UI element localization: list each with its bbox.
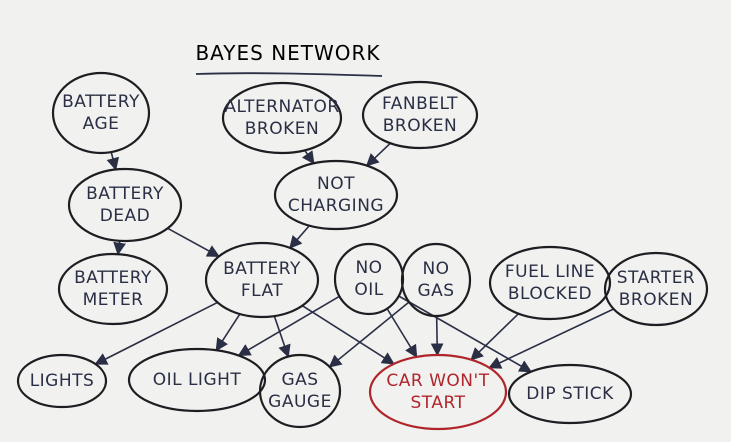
- node-lights: LIGHTS: [16, 353, 108, 409]
- edge-battery-age-to-battery-dead: [106, 151, 120, 171]
- node-label-not-charging-line-1: NOT: [317, 174, 355, 194]
- node-label-oil-light-line-1: OIL LIGHT: [153, 370, 242, 390]
- node-ellipse-starter-broken: [603, 251, 709, 327]
- node-label-battery-flat-line-2: FLAT: [241, 281, 283, 301]
- node-label-dip-stick-line-1: DIP STICK: [526, 384, 614, 404]
- diagram-title: BAYES NETWORK: [195, 41, 383, 77]
- node-label-fuel-line-blocked-line-1: FUEL LINE: [505, 262, 595, 282]
- edge-starter-broken-to-car-wont-start: [488, 308, 614, 369]
- node-ellipse-battery-age: [51, 71, 151, 155]
- node-label-battery-dead-line-2: DEAD: [100, 206, 151, 226]
- diagram-title-text: BAYES NETWORK: [195, 41, 380, 65]
- node-oil-light: OIL LIGHT: [127, 347, 267, 413]
- edge-no-oil-to-dip-stick: [398, 295, 533, 373]
- node-label-fanbelt-broken-line-2: BROKEN: [383, 116, 457, 136]
- edge-battery-dead-to-battery-flat: [167, 227, 221, 258]
- node-label-battery-meter-line-1: BATTERY: [74, 268, 152, 288]
- node-label-gas-gauge-line-2: GAUGE: [268, 392, 332, 412]
- node-ellipse-fuel-line-blocked: [488, 245, 612, 321]
- node-ellipse-car-wont-start: [368, 353, 508, 431]
- node-label-car-wont-start-line-2: START: [411, 393, 466, 413]
- node-ellipse-not-charging: [273, 159, 399, 231]
- node-label-starter-broken-line-1: STARTER: [617, 268, 696, 288]
- node-label-lights-line-1: LIGHTS: [30, 371, 95, 391]
- edge-fuel-line-blocked-to-car-wont-start: [470, 313, 520, 361]
- node-ellipse-battery-dead: [67, 167, 183, 243]
- node-label-battery-age-line-2: AGE: [83, 114, 120, 134]
- edge-battery-flat-to-gas-gauge: [273, 315, 291, 358]
- node-ellipse-lights: [16, 353, 108, 409]
- edge-battery-dead-to-battery-meter: [113, 240, 126, 256]
- node-label-battery-age-line-1: BATTERY: [62, 92, 140, 112]
- node-label-not-charging-line-2: CHARGING: [288, 196, 384, 216]
- node-label-battery-flat-line-1: BATTERY: [223, 259, 301, 279]
- node-ellipse-fanbelt-broken: [361, 80, 479, 150]
- node-label-no-oil-line-2: OIL: [354, 280, 383, 300]
- node-ellipse-battery-flat: [204, 241, 320, 319]
- node-label-gas-gauge-line-1: GAS: [281, 370, 318, 390]
- node-label-alternator-broken-line-1: ALTERNATOR: [224, 97, 339, 117]
- node-ellipse-oil-light: [127, 347, 267, 413]
- edge-battery-flat-to-oil-light: [215, 313, 241, 352]
- node-ellipse-alternator-broken: [221, 81, 343, 155]
- edge-alternator-broken-to-not-charging: [301, 149, 315, 165]
- node-ellipse-gas-gauge: [258, 353, 342, 429]
- node-ellipse-battery-meter: [57, 252, 169, 326]
- edge-no-gas-to-car-wont-start: [430, 315, 444, 357]
- nodes-layer: BATTERYAGEALTERNATORBROKENFANBELTBROKENB…: [16, 71, 709, 431]
- node-label-no-gas-line-2: GAS: [417, 281, 454, 301]
- edge-not-charging-to-battery-flat: [289, 225, 310, 249]
- edge-battery-flat-to-lights: [94, 301, 218, 365]
- edge-battery-flat-to-car-wont-start: [301, 304, 395, 365]
- node-label-fanbelt-broken-line-1: FANBELT: [382, 94, 458, 114]
- node-label-fuel-line-blocked-line-2: BLOCKED: [508, 284, 592, 304]
- title-underline: [195, 72, 383, 77]
- node-label-no-oil-line-1: NO: [355, 258, 382, 278]
- edge-no-gas-to-gas-gauge: [328, 301, 410, 368]
- node-label-starter-broken-line-2: BROKEN: [619, 290, 693, 310]
- edges-layer: [94, 142, 614, 373]
- edge-fanbelt-broken-to-not-charging: [365, 142, 391, 167]
- node-label-battery-dead-line-1: BATTERY: [86, 184, 164, 204]
- edge-no-oil-to-oil-light: [237, 295, 340, 357]
- node-label-car-wont-start-line-1: CAR WON'T: [386, 371, 489, 391]
- node-ellipse-dip-stick: [507, 363, 633, 425]
- node-ellipse-no-gas: [400, 242, 472, 318]
- node-label-battery-meter-line-2: METER: [83, 290, 144, 310]
- node-ellipse-no-oil: [333, 242, 405, 316]
- node-label-no-gas-line-1: NO: [422, 259, 449, 279]
- node-dip-stick: DIP STICK: [507, 363, 633, 425]
- node-label-alternator-broken-line-2: BROKEN: [245, 119, 319, 139]
